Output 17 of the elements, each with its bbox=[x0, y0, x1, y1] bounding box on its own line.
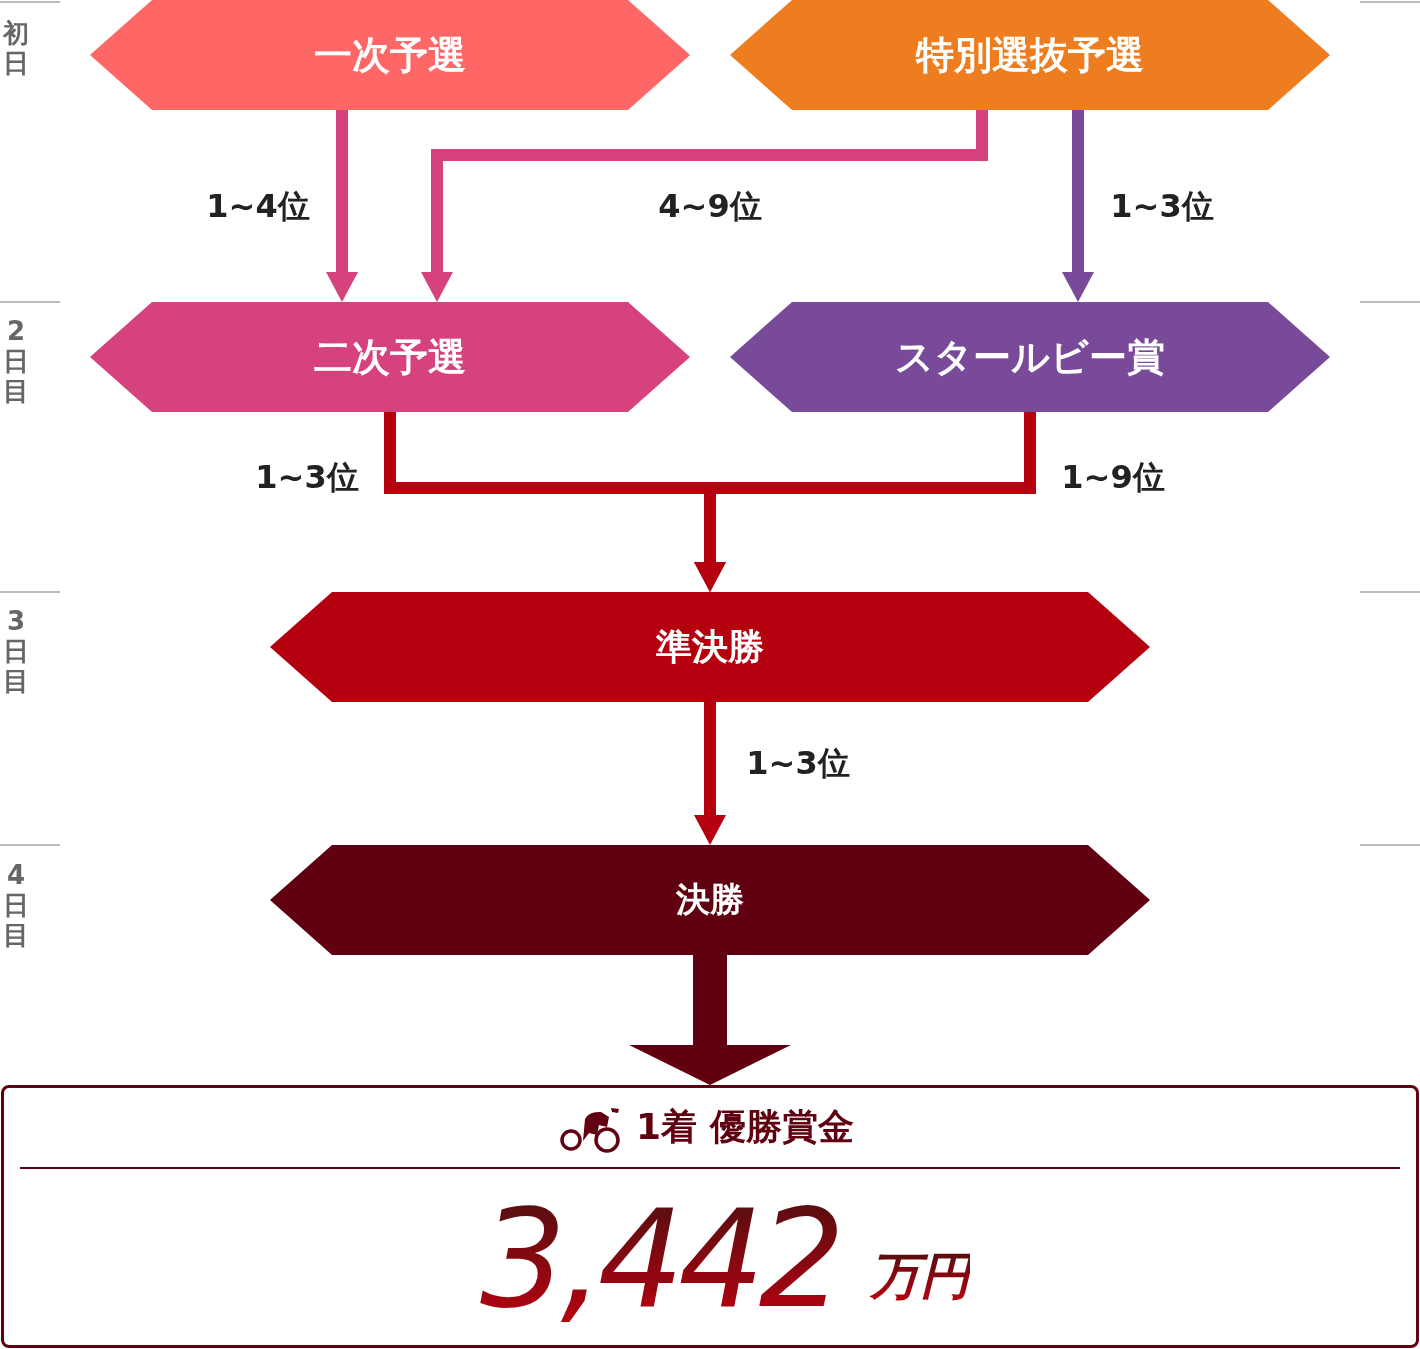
arrow bbox=[326, 110, 358, 302]
arrow bbox=[694, 412, 1036, 592]
day-label: 3日目 bbox=[2, 606, 30, 696]
prize-title: 1着 優勝賞金 bbox=[636, 1105, 854, 1149]
day-label: 4日目 bbox=[2, 860, 30, 950]
hexagon-box: 二次予選 bbox=[90, 302, 690, 412]
arrow bbox=[694, 702, 726, 845]
day-label: 2日目 bbox=[2, 316, 30, 406]
hexagon-box: スタールビー賞 bbox=[730, 302, 1330, 412]
prize-box bbox=[1, 1085, 1419, 1348]
hexagon-box: 準決勝 bbox=[270, 592, 1150, 702]
day-label: 初日 bbox=[1, 18, 30, 78]
hexagon-box: 決勝 bbox=[270, 845, 1150, 955]
hexagon-box: 一次予選 bbox=[90, 0, 690, 110]
arrow bbox=[629, 955, 791, 1085]
hexagon-box: 特別選抜予選 bbox=[730, 0, 1330, 110]
arrow bbox=[1062, 110, 1094, 302]
